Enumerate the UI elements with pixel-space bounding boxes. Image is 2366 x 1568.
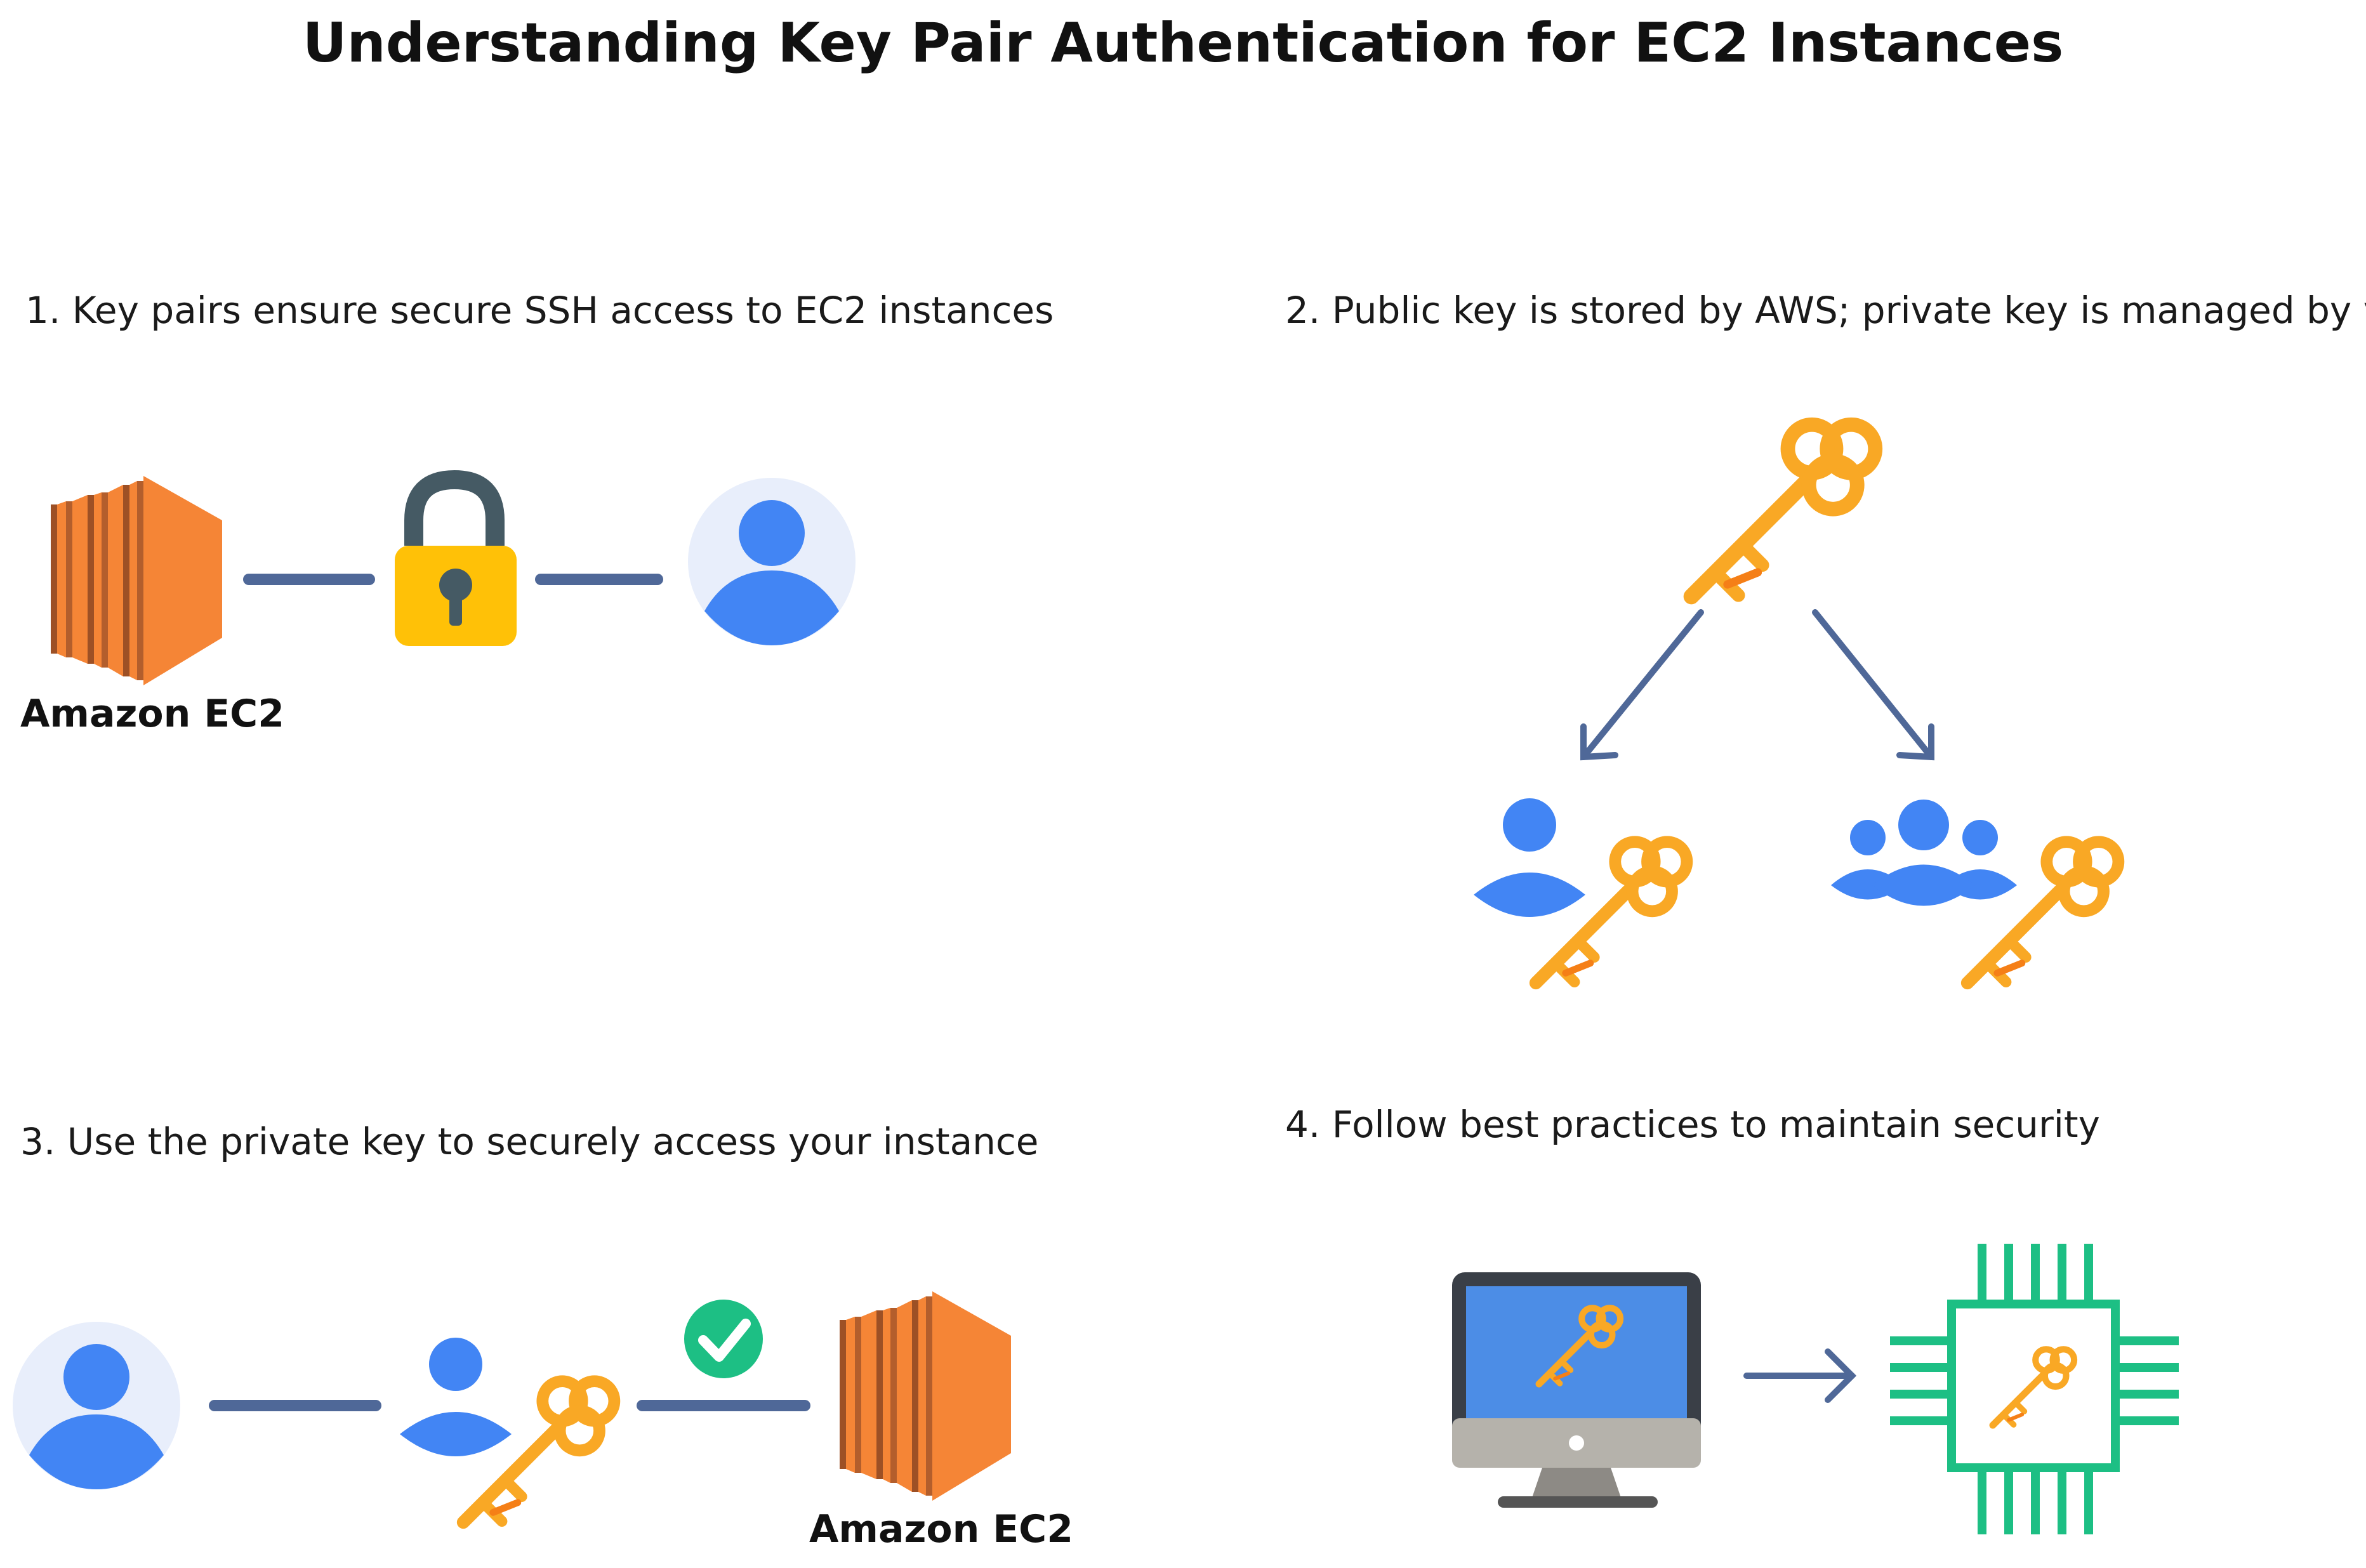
user-avatar-icon — [13, 1322, 180, 1489]
arrow-down-left-icon — [1580, 609, 1704, 761]
ec2-label-1: Amazon EC2 — [20, 692, 284, 736]
ec2-label-2: Amazon EC2 — [809, 1507, 1073, 1552]
step-2-caption: 2. Public key is stored by AWS; private … — [1285, 289, 2366, 332]
step-2-number: 2. — [1285, 289, 1321, 332]
chip-icon — [1890, 1244, 2179, 1534]
arrow-down-right-icon — [1812, 609, 1934, 761]
key-icon — [463, 1381, 614, 1522]
ec2-icon — [51, 476, 222, 685]
key-icon — [1691, 425, 1875, 596]
step-4-text: Follow best practices to maintain securi… — [1332, 1103, 2100, 1146]
user-avatar-icon — [688, 478, 856, 645]
key-icon — [1993, 1349, 2074, 1425]
step-2-text: Public key is stored by AWS; private key… — [1332, 289, 2366, 332]
step-1-text: Key pairs ensure secure SSH access to EC… — [72, 289, 1054, 332]
checkmark-icon — [684, 1300, 763, 1378]
user-icon — [1474, 798, 1585, 917]
step-1-caption: 1. Key pairs ensure secure SSH access to… — [25, 289, 1054, 332]
user-icon — [400, 1338, 512, 1456]
monitor-icon — [1452, 1272, 1701, 1508]
arrow-right-icon — [1743, 1348, 1857, 1403]
step-3-text: Use the private key to securely access y… — [67, 1120, 1039, 1163]
step-1-number: 1. — [25, 289, 61, 332]
step-3-caption: 3. Use the private key to securely acces… — [20, 1120, 1038, 1163]
ec2-icon — [840, 1291, 1011, 1501]
step-4-number: 4. — [1285, 1103, 1321, 1146]
group-icon — [1831, 800, 2017, 906]
step-4-caption: 4. Follow best practices to maintain sec… — [1285, 1103, 2100, 1146]
key-icon — [1536, 842, 1687, 983]
page-title: Understanding Key Pair Authentication fo… — [302, 11, 2064, 75]
padlock-icon — [395, 470, 517, 646]
key-icon — [1967, 842, 2118, 983]
step-3-number: 3. — [20, 1120, 56, 1163]
